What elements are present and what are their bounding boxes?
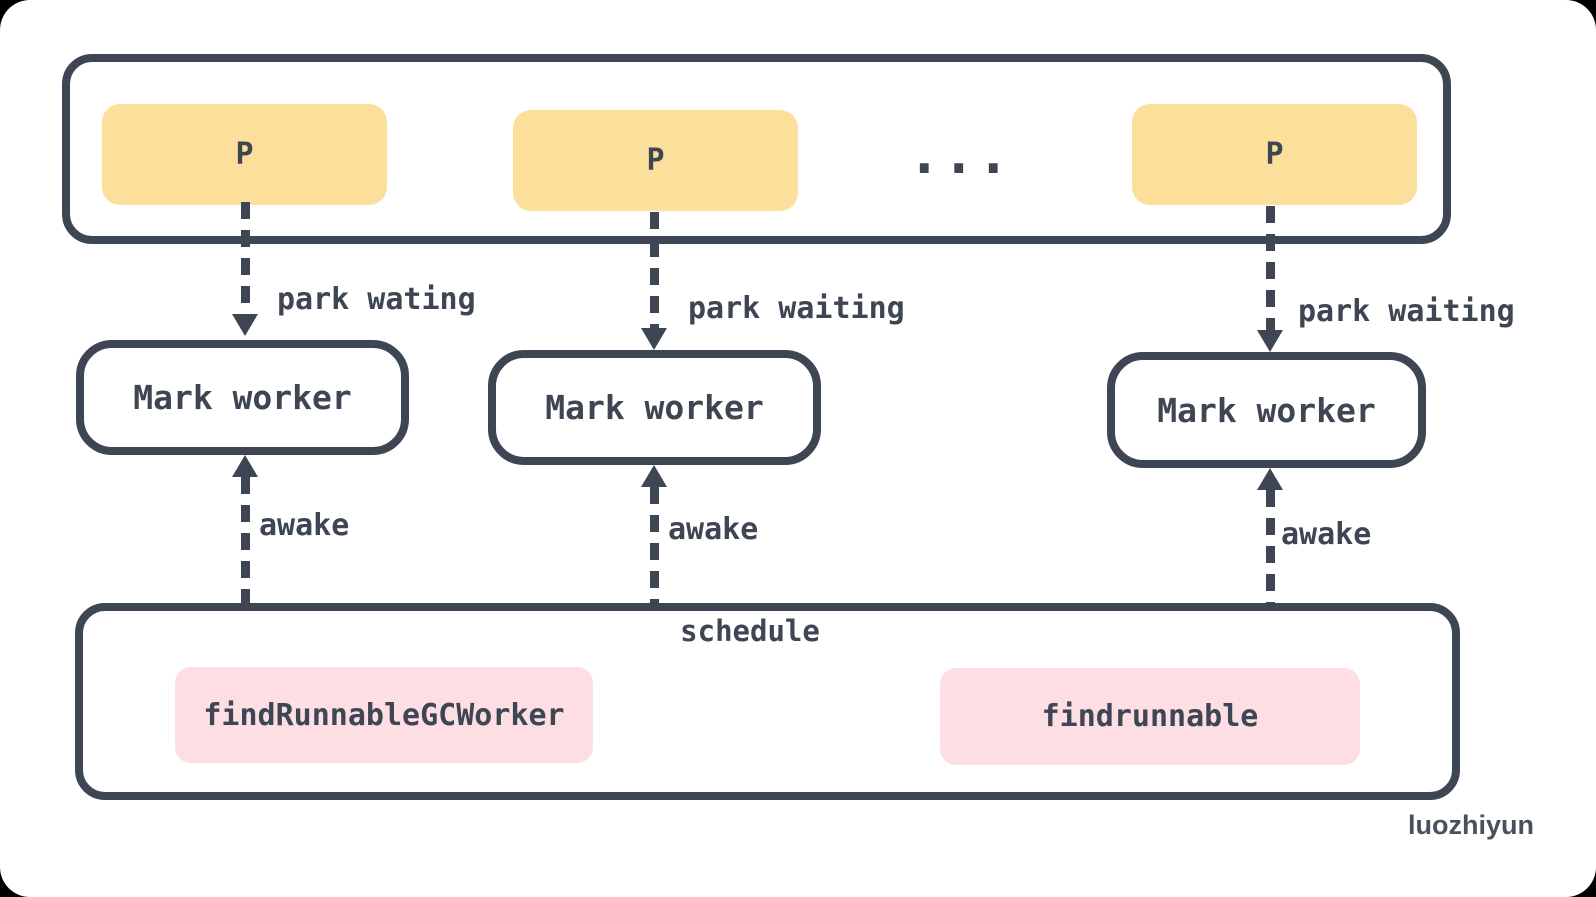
park-arrow-head-3 <box>1257 330 1283 352</box>
awake-label-1: awake <box>259 508 350 543</box>
p-box-3: P <box>1132 104 1417 205</box>
mark-worker-label-1: Mark worker <box>133 378 352 417</box>
awake-arrow-line-2 <box>650 487 659 610</box>
awake-arrow-head-3 <box>1257 468 1283 490</box>
park-label-3: park waiting <box>1298 294 1515 329</box>
p-box-2-label: P <box>646 143 665 178</box>
p-box-3-label: P <box>1265 137 1284 172</box>
mark-worker-box-3: Mark worker <box>1107 352 1426 468</box>
awake-arrow-head-2 <box>641 465 667 487</box>
function-label-findrunnable: findrunnable <box>1041 699 1259 734</box>
park-label-2: park waiting <box>688 291 905 326</box>
park-arrow-line-3 <box>1266 206 1275 330</box>
ellipsis-dots: ... <box>908 123 1012 186</box>
function-label-findrunnablegcworker: findRunnableGCWorker <box>203 697 565 733</box>
park-arrow-line-1 <box>241 202 250 314</box>
mark-worker-label-3: Mark worker <box>1157 390 1376 430</box>
park-arrow-head-2 <box>641 328 667 350</box>
awake-arrow-line-3 <box>1266 490 1275 610</box>
mark-worker-box-1: Mark worker <box>76 340 409 455</box>
p-box-1-label: P <box>235 137 254 172</box>
p-box-1: P <box>102 104 387 205</box>
schedule-title: schedule <box>680 614 820 648</box>
park-arrow-head-1 <box>232 314 258 336</box>
function-box-findrunnablegcworker: findRunnableGCWorker <box>175 667 593 763</box>
mark-worker-box-2: Mark worker <box>488 350 821 465</box>
awake-arrow-head-1 <box>232 455 258 477</box>
awake-arrow-line-1 <box>241 477 250 607</box>
awake-label-3: awake <box>1281 517 1372 552</box>
watermark: luozhiyun <box>1408 810 1534 840</box>
park-arrow-line-2 <box>650 212 659 328</box>
function-box-findrunnable: findrunnable <box>940 668 1360 765</box>
awake-label-2: awake <box>668 512 759 547</box>
p-box-2: P <box>513 110 798 211</box>
park-label-1: park wating <box>277 282 476 317</box>
mark-worker-label-2: Mark worker <box>545 388 764 427</box>
